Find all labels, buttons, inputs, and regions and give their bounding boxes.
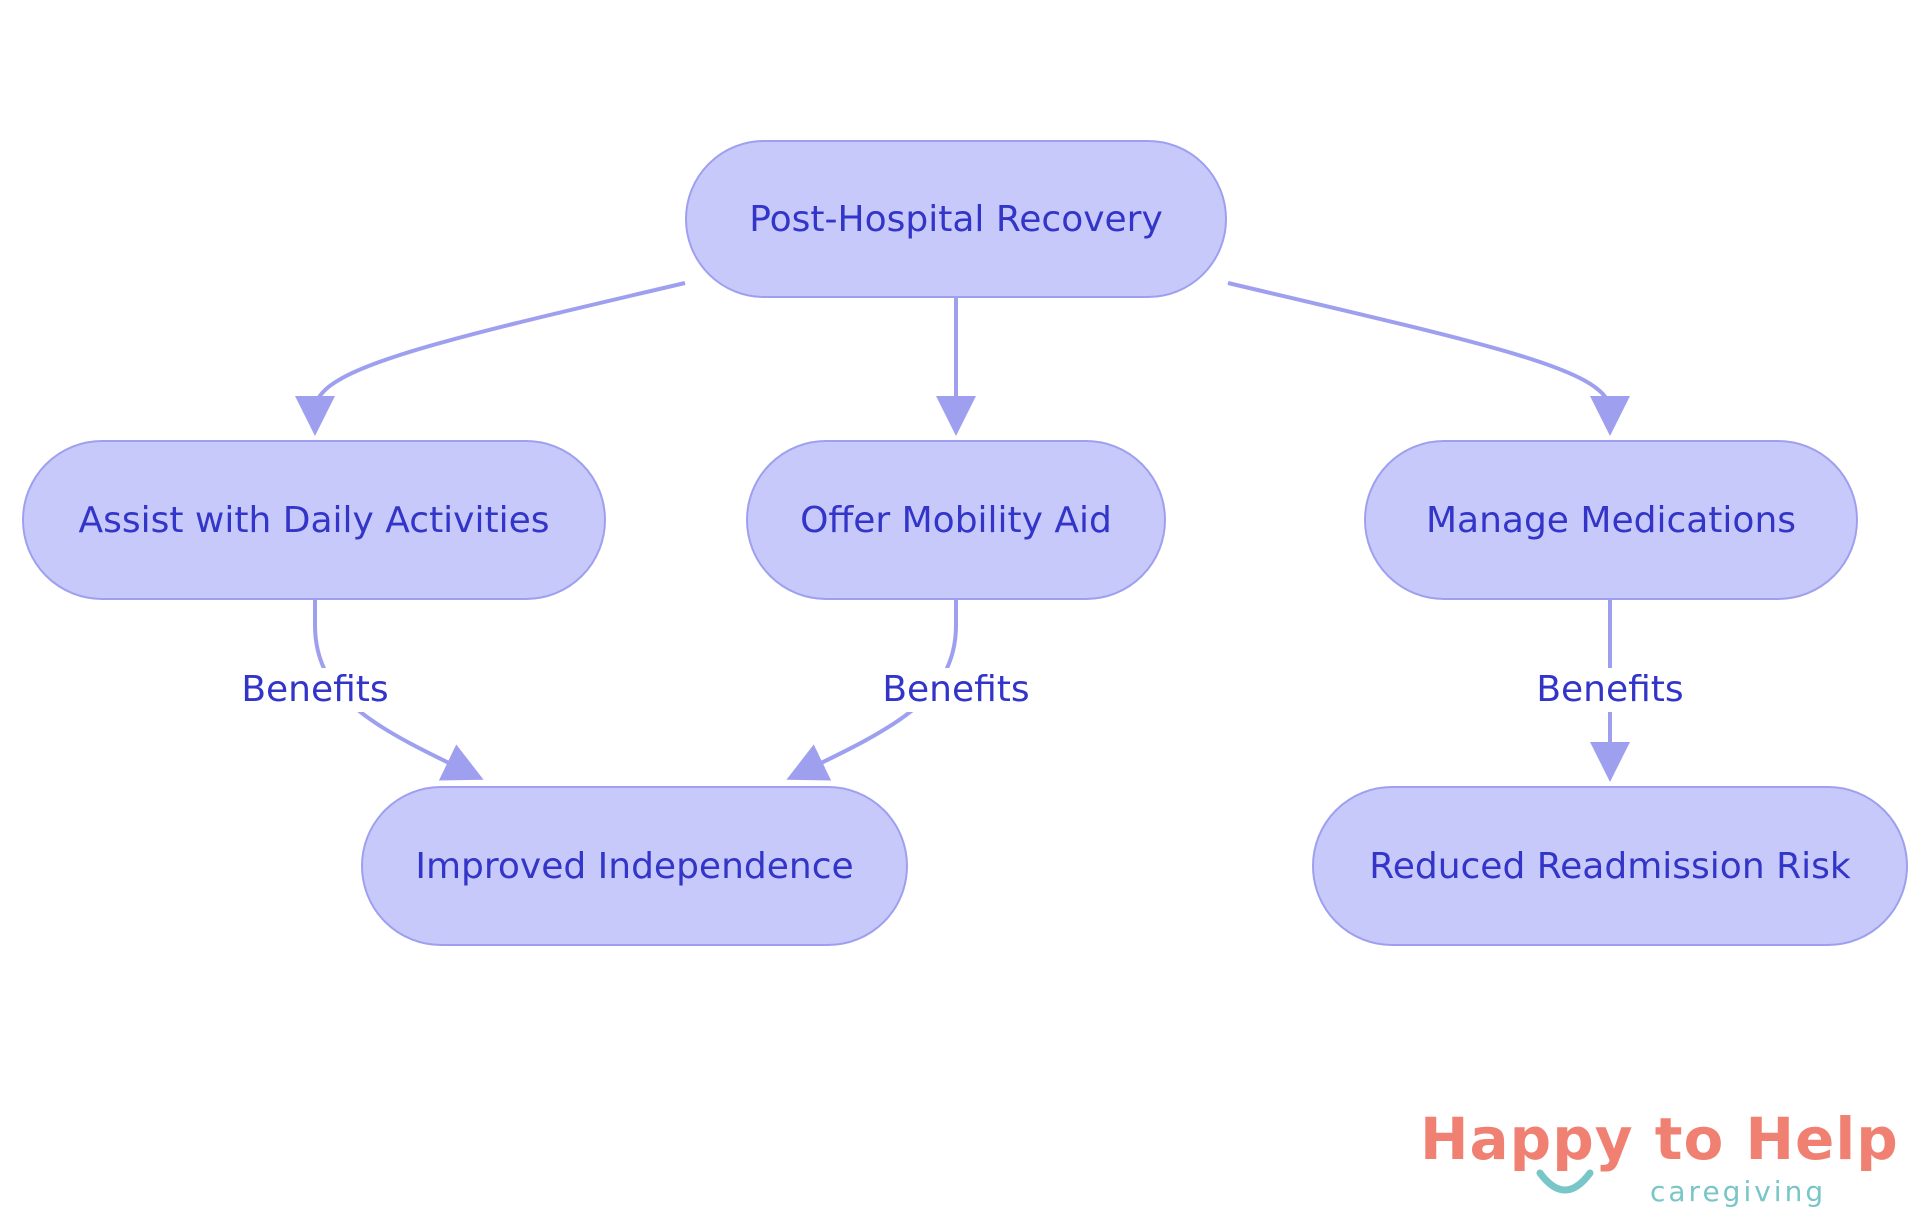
node-manage-medications: Manage Medications — [1364, 440, 1858, 600]
happy-to-help-logo: Happy to Help caregiving — [1420, 1105, 1898, 1208]
edge-label-meds-readmission: Benefits — [1530, 668, 1690, 712]
edge-root-meds — [1227, 281, 1630, 436]
edge-label-mobility-independence: Benefits — [876, 668, 1036, 712]
edge-label-daily-independence: Benefits — [235, 668, 395, 712]
logo-tagline: caregiving — [1650, 1175, 1827, 1208]
edge-root-daily — [295, 281, 686, 436]
node-offer-mobility-aid: Offer Mobility Aid — [746, 440, 1166, 600]
smile-icon — [1536, 1169, 1594, 1194]
node-reduced-readmission-risk: Reduced Readmission Risk — [1312, 786, 1908, 946]
node-assist-daily-activities: Assist with Daily Activities — [22, 440, 606, 600]
node-improved-independence: Improved Independence — [361, 786, 908, 946]
node-post-hospital-recovery: Post-Hospital Recovery — [685, 140, 1227, 298]
logo-name: Happy to Help — [1420, 1105, 1899, 1173]
